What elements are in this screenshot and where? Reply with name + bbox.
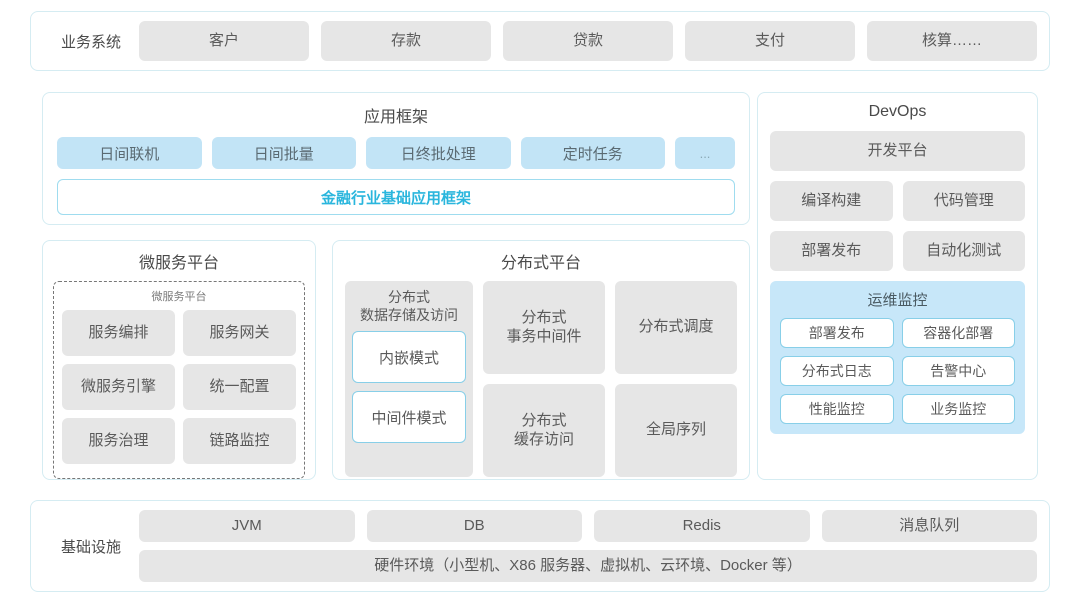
microservice-inner-title: 微服务平台 — [151, 291, 207, 303]
devops-item-code-management[interactable]: 代码管理 — [902, 181, 1025, 221]
distributed-storage-mode-middleware[interactable]: 中间件模式 — [352, 391, 466, 443]
distributed-platform-card: 分布式平台 分布式 数据存储及访问 内嵌模式 中间件模式 — [332, 240, 750, 480]
appfw-tag-eod-batch[interactable]: 日终批处理 — [366, 137, 511, 169]
microservice-platform-title: 微服务平台 — [138, 255, 219, 272]
appfw-tag-daytime-batch[interactable]: 日间批量 — [211, 137, 356, 169]
application-framework-title: 应用框架 — [363, 109, 428, 126]
devops-item-dev-platform[interactable]: 开发平台 — [770, 131, 1025, 171]
business-item-loan[interactable]: 贷款 — [503, 21, 673, 61]
infrastructure-item-db[interactable]: DB — [366, 510, 582, 542]
ops-monitoring-items: 部署发布 容器化部署 分布式日志 告警中心 性能监控 业务监控 — [780, 318, 1015, 424]
business-system-row: 业务系统 客户 存款 贷款 支付 核算…… — [30, 11, 1050, 71]
ops-item-distributed-log[interactable]: 分布式日志 — [780, 356, 894, 386]
business-item-payment[interactable]: 支付 — [685, 21, 855, 61]
distributed-storage-card[interactable]: 分布式 数据存储及访问 内嵌模式 中间件模式 — [345, 281, 473, 477]
distributed-cell-1-line1: 分布式调度 — [638, 318, 714, 336]
infrastructure-content: JVM DB Redis 消息队列 硬件环境（小型机、X86 服务器、虚拟机、云… — [139, 510, 1037, 582]
ops-monitoring-card: 运维监控 部署发布 容器化部署 分布式日志 告警中心 性能监控 业务监控 — [770, 281, 1025, 434]
appfw-tag-more[interactable]: ... — [675, 137, 735, 169]
financial-base-framework-bar[interactable]: 金融行业基础应用框架 — [57, 179, 735, 215]
devops-item-deploy-release[interactable]: 部署发布 — [770, 231, 893, 271]
hardware-environment-bar[interactable]: 硬件环境（小型机、X86 服务器、虚拟机、云环境、Docker 等） — [139, 550, 1037, 582]
distributed-cell-cache-access[interactable]: 分布式 缓存访问 — [483, 384, 605, 477]
business-item-deposit[interactable]: 存款 — [321, 21, 491, 61]
distributed-cell-0-line1: 分布式 — [521, 308, 567, 326]
platform-middle-area: 应用框架 日间联机 日间批量 日终批处理 定时任务 ... 金融行业基础应用框架… — [30, 84, 1050, 488]
microservice-item-unified-config[interactable]: 统一配置 — [183, 364, 296, 410]
distributed-cell-2-line2: 缓存访问 — [513, 430, 574, 448]
microservice-items: 服务编排 服务网关 微服务引擎 统一配置 服务治理 链路监控 — [62, 310, 296, 464]
ops-monitoring-title: 运维监控 — [867, 292, 928, 309]
ops-item-performance-monitor[interactable]: 性能监控 — [780, 394, 894, 424]
devops-item-compile-build[interactable]: 编译构建 — [770, 181, 893, 221]
microservice-platform-card: 微服务平台 微服务平台 服务编排 服务网关 微服务引擎 统一配置 服务治理 链路… — [42, 240, 316, 480]
business-item-customer[interactable]: 客户 — [139, 21, 309, 61]
microservice-item-governance[interactable]: 服务治理 — [62, 418, 175, 464]
devops-title: DevOps — [868, 103, 927, 120]
distributed-cells: 分布式 事务中间件 分布式调度 分布式 缓存访问 — [483, 281, 737, 477]
infrastructure-items: JVM DB Redis 消息队列 — [139, 510, 1037, 542]
distributed-cell-3-line1: 全局序列 — [645, 421, 706, 439]
devops-card: DevOps 开发平台 编译构建 代码管理 部署发布 自动化测试 运维监控 部署… — [757, 92, 1038, 480]
distributed-cell-2-line1: 分布式 — [521, 411, 567, 429]
infrastructure-item-message-queue[interactable]: 消息队列 — [821, 510, 1037, 542]
platform-left-column: 应用框架 日间联机 日间批量 日终批处理 定时任务 ... 金融行业基础应用框架… — [42, 92, 750, 480]
distributed-platform-body: 分布式 数据存储及访问 内嵌模式 中间件模式 分布式 事务中间件 — [345, 281, 737, 477]
ops-item-container-deploy[interactable]: 容器化部署 — [901, 318, 1015, 348]
ops-item-deploy-release[interactable]: 部署发布 — [780, 318, 894, 348]
microservice-item-orchestration[interactable]: 服务编排 — [62, 310, 175, 356]
distributed-storage-label-line1: 分布式 — [388, 289, 430, 305]
distributed-cell-scheduling[interactable]: 分布式调度 — [615, 281, 737, 374]
distributed-storage-mode-embedded[interactable]: 内嵌模式 — [352, 331, 466, 383]
business-item-accounting[interactable]: 核算…… — [867, 21, 1037, 61]
infrastructure-label: 基础设施 — [60, 538, 121, 556]
distributed-cell-0-line2: 事务中间件 — [506, 327, 582, 345]
microservice-inner-box: 微服务平台 服务编排 服务网关 微服务引擎 统一配置 服务治理 链路监控 — [53, 281, 305, 479]
distributed-storage-label-line2: 数据存储及访问 — [360, 306, 458, 323]
microservice-item-gateway[interactable]: 服务网关 — [183, 310, 296, 356]
business-system-items: 客户 存款 贷款 支付 核算…… — [139, 21, 1037, 61]
application-framework-card: 应用框架 日间联机 日间批量 日终批处理 定时任务 ... 金融行业基础应用框架 — [42, 92, 750, 225]
microservice-item-engine[interactable]: 微服务引擎 — [62, 364, 175, 410]
application-framework-tags: 日间联机 日间批量 日终批处理 定时任务 ... — [57, 137, 735, 169]
distributed-cell-transaction-middleware[interactable]: 分布式 事务中间件 — [483, 281, 605, 374]
appfw-tag-daytime-online[interactable]: 日间联机 — [57, 137, 202, 169]
infrastructure-item-jvm[interactable]: JVM — [139, 510, 355, 542]
distributed-cell-global-sequence[interactable]: 全局序列 — [615, 384, 737, 477]
microservice-item-trace-monitor[interactable]: 链路监控 — [183, 418, 296, 464]
appfw-tag-scheduled-task[interactable]: 定时任务 — [520, 137, 665, 169]
ops-item-business-monitor[interactable]: 业务监控 — [901, 394, 1015, 424]
infrastructure-row: 基础设施 JVM DB Redis 消息队列 硬件环境（小型机、X86 服务器、… — [30, 500, 1050, 592]
business-system-label: 业务系统 — [60, 33, 121, 51]
devops-items: 编译构建 代码管理 部署发布 自动化测试 — [770, 181, 1025, 271]
devops-item-automated-test[interactable]: 自动化测试 — [902, 231, 1025, 271]
distributed-storage-label: 分布式 数据存储及访问 — [360, 289, 458, 324]
infrastructure-item-redis[interactable]: Redis — [594, 510, 810, 542]
distributed-storage-column: 分布式 数据存储及访问 内嵌模式 中间件模式 — [345, 281, 473, 477]
distributed-platform-title: 分布式平台 — [500, 255, 581, 272]
ops-item-alert-center[interactable]: 告警中心 — [901, 356, 1015, 386]
